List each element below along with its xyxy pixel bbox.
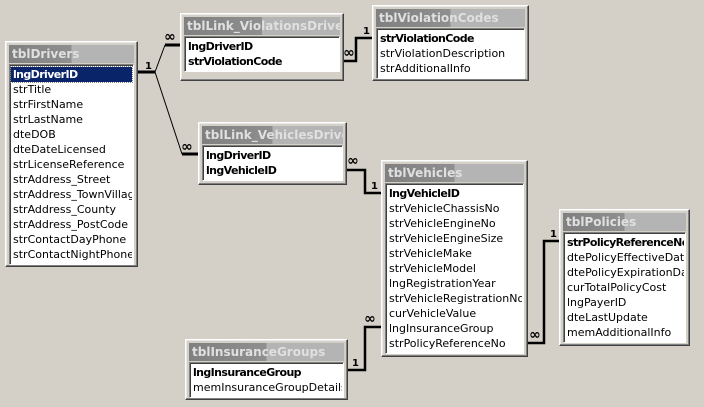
cardinality-many: ∞ <box>347 153 359 169</box>
field-item[interactable]: strFirstName <box>13 98 84 111</box>
field-item[interactable]: curVehicleValue <box>389 307 477 320</box>
field-item[interactable]: strAddress_TownVillage <box>13 188 132 201</box>
table-title[interactable]: tblLink_ViolationsDrivers <box>184 17 340 35</box>
field-item[interactable]: strAddress_Street <box>13 173 111 186</box>
field-item[interactable]: lngInsuranceGroup <box>193 366 302 379</box>
rel-vehicles-policies-line[interactable] <box>527 239 559 345</box>
field-item[interactable]: lngVehicleID <box>389 187 460 200</box>
table-insurance-groups[interactable]: tblInsuranceGroups lngInsuranceGroup memIn… <box>185 339 348 400</box>
field-item[interactable]: strPolicyReferenceNo <box>567 236 684 249</box>
cardinality-one: 1 <box>371 181 378 192</box>
field-item[interactable]: strViolationCode <box>188 55 282 68</box>
rel-violations-codes-line[interactable] <box>343 36 372 63</box>
cardinality-one: 1 <box>550 229 557 240</box>
field-list[interactable]: lngInsuranceGroup memInsuranceGroupDetail… <box>189 362 344 398</box>
field-item[interactable]: strAddress_County <box>13 203 117 216</box>
field-item[interactable]: strContactNightPhone <box>13 248 132 261</box>
field-item[interactable]: lngVehicleID <box>206 164 277 177</box>
table-title[interactable]: tblVehicles <box>385 164 524 182</box>
field-item[interactable]: strLicenseReference <box>13 158 125 171</box>
field-item[interactable]: strVehicleChassisNo <box>389 202 500 215</box>
cardinality-many: ∞ <box>164 29 176 45</box>
field-item[interactable]: memAdditionalInfo <box>567 326 672 339</box>
rel-insgroups-vehicles-line[interactable] <box>347 325 381 372</box>
field-item[interactable]: strVehicleEngineSize <box>389 232 504 245</box>
table-link-vehicles[interactable]: tblLink_VehiclesDrivers lngDriverID lngVeh… <box>198 122 347 185</box>
field-item[interactable]: lngInsuranceGroup <box>389 322 494 335</box>
field-item[interactable]: lngDriverID <box>10 66 133 83</box>
field-item[interactable]: dteDOB <box>13 128 56 141</box>
field-item[interactable]: dtePolicyEffectiveDate <box>567 251 684 264</box>
field-item[interactable]: lngPayerID <box>567 296 627 309</box>
field-list[interactable]: lngDriverID strViolationCode <box>184 36 340 72</box>
field-item[interactable]: dteDateLicensed <box>13 143 106 156</box>
field-list[interactable]: strPolicyReferenceNo dtePolicyEffectiveDa… <box>563 232 686 343</box>
field-item[interactable]: strAddress_PostCode <box>13 218 129 231</box>
field-item[interactable]: curTotalPolicyCost <box>567 281 667 294</box>
field-item[interactable]: strPolicyReferenceNo <box>389 337 506 350</box>
field-item[interactable]: strLastName <box>13 113 83 126</box>
field-item[interactable]: strVehicleMake <box>389 247 472 260</box>
field-item[interactable]: strAdditionalInfo <box>380 62 471 75</box>
field-list[interactable]: strViolationCode strViolationDescription s… <box>376 28 525 79</box>
table-policies[interactable]: tblPolicies strPolicyReferenceNo dtePolicy… <box>559 209 690 346</box>
table-title[interactable]: tblInsuranceGroups <box>189 343 344 361</box>
cardinality-many: ∞ <box>343 45 355 61</box>
table-title[interactable]: tblLink_VehiclesDrivers <box>202 126 343 144</box>
cardinality-one: 1 <box>352 358 359 369</box>
field-item[interactable]: dtePolicyExpirationDate <box>567 266 684 279</box>
field-item[interactable]: memInsuranceGroupDetails <box>193 381 342 394</box>
cardinality-many: ∞ <box>364 311 376 327</box>
field-list[interactable]: lngDriverID lngVehicleID <box>202 145 343 181</box>
table-title[interactable]: tblDrivers <box>9 45 134 63</box>
rel-drivers-vehicleslink-line[interactable] <box>154 71 183 155</box>
field-item[interactable]: strContactDayPhone <box>13 233 127 246</box>
table-link-violations[interactable]: tblLink_ViolationsDrivers lngDriverID strV… <box>180 13 344 81</box>
field-item[interactable]: strTitle <box>13 83 52 96</box>
table-title[interactable]: tblViolationCodes <box>376 9 525 27</box>
field-item[interactable]: lngDriverID <box>188 40 253 53</box>
field-item[interactable]: strViolationCode <box>380 32 474 45</box>
table-vehicles[interactable]: tblVehicles lngVehicleID strVehicleChassis… <box>381 160 528 357</box>
table-title[interactable]: tblPolicies <box>563 213 686 231</box>
cardinality-many: ∞ <box>529 327 541 343</box>
field-item[interactable]: strViolationDescription <box>380 47 506 60</box>
field-list[interactable]: lngVehicleID strVehicleChassisNo strVehicl… <box>385 183 524 354</box>
cardinality-many: ∞ <box>181 139 193 155</box>
field-item[interactable]: lngRegistrationYear <box>389 277 496 290</box>
rel-vehicleslink-vehicles-line[interactable] <box>346 168 381 195</box>
field-item[interactable]: strVehicleEngineNo <box>389 217 496 230</box>
cardinality-one: 1 <box>145 61 152 72</box>
field-item[interactable]: strVehicleRegistrationNo <box>389 292 522 305</box>
field-item[interactable]: dteLastUpdate <box>567 311 648 324</box>
field-item[interactable]: lngDriverID <box>206 149 271 162</box>
cardinality-one: 1 <box>363 26 370 37</box>
rel-drivers-violations-line[interactable] <box>154 44 166 73</box>
field-item[interactable]: strVehicleModel <box>389 262 476 275</box>
